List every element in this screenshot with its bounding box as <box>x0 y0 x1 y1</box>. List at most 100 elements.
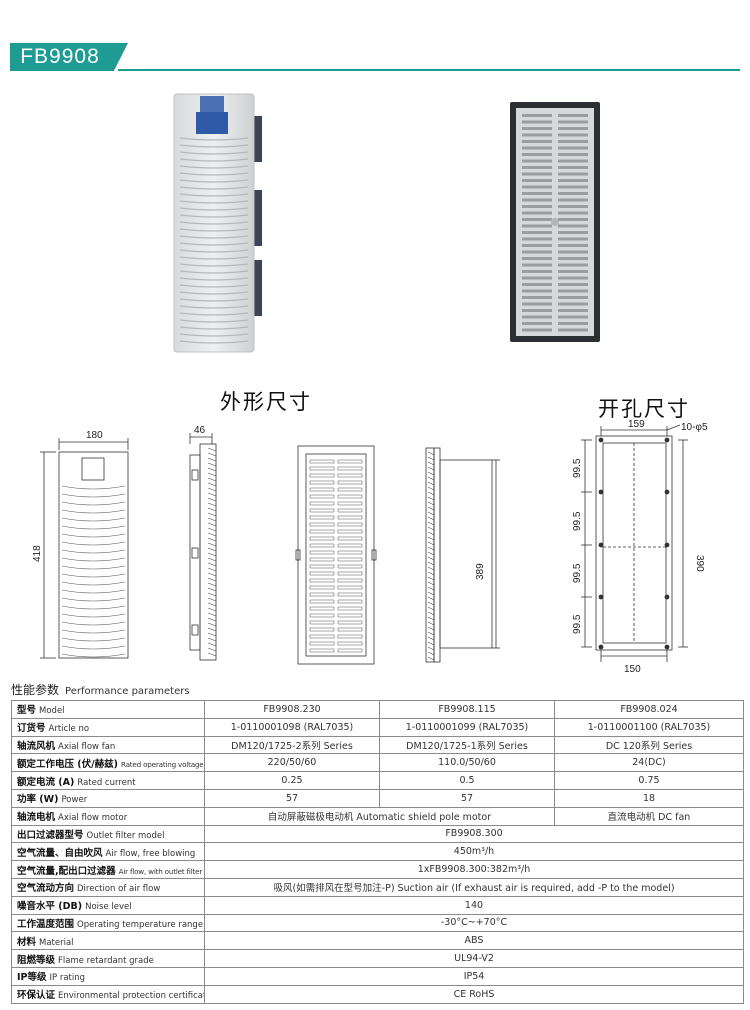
drawing-fin <box>427 586 435 591</box>
drawing-louver <box>61 501 126 506</box>
value-cell: 24(DC) <box>554 753 744 773</box>
drawing-fin <box>207 562 217 567</box>
drawing-fin <box>207 497 217 502</box>
filter-slot <box>558 257 588 260</box>
louver-line <box>179 228 249 232</box>
label-zh: 订货号 <box>17 723 46 735</box>
drawing-fin <box>427 581 435 586</box>
value-cell: 0.5 <box>379 771 555 790</box>
drawing-slot <box>337 487 363 492</box>
filter-slot <box>522 231 552 234</box>
filter-slot <box>558 309 588 312</box>
filter-slot <box>558 263 588 267</box>
row-label: 额定工作电压 (伏/赫兹)Rated operating voltage <box>11 753 205 773</box>
drawing-fin <box>207 522 217 527</box>
drawing-fin <box>427 501 435 506</box>
drawing-slot <box>309 606 335 611</box>
louver-line <box>179 340 249 344</box>
label-en: Noise level <box>85 902 132 913</box>
louver-line <box>179 165 249 169</box>
louver-line <box>179 326 249 330</box>
value-cell: 自动屏蔽磁极电动机 Automatic shield pole motor <box>204 806 555 826</box>
drawing-louver <box>61 629 126 634</box>
filter-slot <box>522 172 552 176</box>
drawing-fin <box>207 557 217 562</box>
drawing-slot <box>337 571 363 576</box>
filter-slot <box>558 192 588 195</box>
louver-line <box>179 144 249 148</box>
drawing-slot <box>309 557 335 562</box>
filter-slot <box>522 114 552 117</box>
drawing-fin <box>427 546 435 551</box>
drawing-fin <box>427 481 435 486</box>
louver-line <box>179 207 249 211</box>
drawing-slot <box>337 599 363 604</box>
drawing-slot <box>337 508 363 513</box>
dim-cutout-width-top: 159 <box>628 420 645 430</box>
drawing-slot <box>309 627 335 632</box>
filter-slot <box>522 166 552 169</box>
drawing-louver <box>61 533 126 538</box>
label-en: Air flow, with outlet filter <box>118 866 203 876</box>
drawing-slot <box>337 501 363 506</box>
louver-line <box>179 151 249 155</box>
drawing-fin <box>207 532 217 537</box>
drawing-slot <box>337 522 363 527</box>
drawing-fin <box>427 451 435 456</box>
filter-slot <box>558 127 588 130</box>
louver-line <box>179 158 249 162</box>
drawing-slot <box>337 480 363 485</box>
drawing-slot <box>337 536 363 541</box>
drawing-slot <box>309 487 335 492</box>
drawing-louver <box>61 637 126 642</box>
louver-line <box>179 333 249 337</box>
cutout-hole <box>664 542 670 548</box>
drawing-filter-side <box>425 447 500 663</box>
filter-slot <box>522 263 552 267</box>
filter-slot <box>522 153 552 156</box>
drawing-fin <box>207 627 217 632</box>
drawing-fin <box>427 636 435 641</box>
filter-slot <box>522 296 552 299</box>
drawing-fin <box>427 526 435 531</box>
louver-line <box>179 242 249 246</box>
value-cell: 1-0110001099 (RAL7035) <box>379 717 555 737</box>
drawing-slot <box>309 613 335 618</box>
drawing-fin <box>207 617 217 622</box>
drawing-slot <box>337 550 363 555</box>
filter-slot <box>558 283 588 286</box>
filter-slot <box>522 237 552 241</box>
drawing-slot <box>337 466 363 471</box>
louver-line <box>179 291 249 295</box>
filter-slot <box>558 159 588 163</box>
drawing-fin <box>427 571 435 576</box>
drawing-slot <box>309 466 335 471</box>
drawing-slot <box>337 515 363 520</box>
filter-slot <box>522 257 552 260</box>
label-zh: 阻燃等级 <box>17 954 56 966</box>
louver-line <box>179 172 249 176</box>
drawing-slot <box>337 634 363 639</box>
value-cell: 1xFB9908.300:382m³/h <box>204 860 744 879</box>
label-en: Axial flow fan <box>58 741 116 752</box>
filter-slot <box>558 231 588 234</box>
drawing-slot <box>309 494 335 499</box>
drawing-fin <box>427 561 435 566</box>
cutout-hole <box>664 644 670 650</box>
louver-line <box>179 186 249 190</box>
drawing-filter-front <box>295 445 377 665</box>
drawing-fin <box>207 602 217 607</box>
drawing-slot <box>309 473 335 478</box>
filter-slot <box>522 302 552 306</box>
label-zh: 型号 <box>17 705 37 717</box>
